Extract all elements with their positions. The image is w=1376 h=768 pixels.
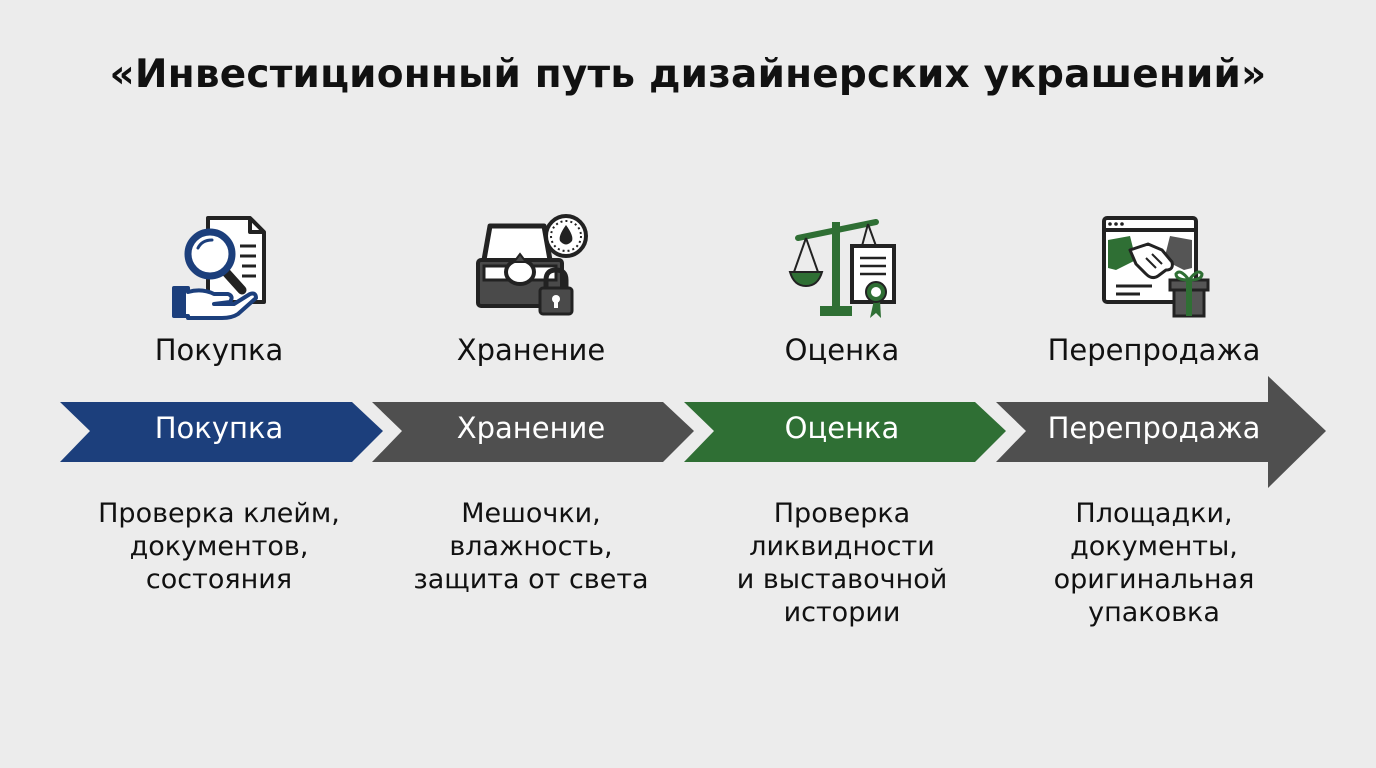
jewelry-box-icon — [476, 214, 588, 316]
description-line: Проверка клейм, — [98, 498, 340, 529]
browser-handshake-icon — [1102, 216, 1210, 318]
step-title-purchase: Покупка — [154, 333, 284, 367]
chevron-storage — [372, 402, 694, 462]
scales-icon — [788, 219, 896, 318]
step-description-evaluation: Проверка ликвидности и выставочной истор… — [692, 497, 992, 629]
chevron-label-storage: Хранение — [456, 411, 606, 445]
description-line: и выставочной — [736, 564, 948, 595]
description-line: документов, — [129, 531, 309, 562]
chevron-resale — [996, 376, 1326, 488]
step-title-storage: Хранение — [456, 333, 606, 367]
chevron-label-evaluation: Оценка — [784, 411, 900, 445]
process-timeline — [60, 376, 1326, 488]
step-title-resale: Перепродажа — [1047, 333, 1261, 367]
description-line: Мешочки, — [461, 498, 601, 529]
humidity-gauge-icon — [544, 214, 588, 258]
description-line: ликвидности — [749, 531, 935, 562]
padlock-icon — [538, 267, 574, 316]
description-line: Площадки, — [1075, 498, 1233, 529]
purchase-icon-group — [158, 210, 278, 325]
storage-icon-group — [472, 210, 592, 325]
chevron-purchase — [60, 402, 383, 462]
description-line: влажность, — [449, 531, 613, 562]
step-description-resale: Площадки, документы, оригинальная упаков… — [1004, 497, 1304, 629]
step-title-evaluation: Оценка — [784, 333, 900, 367]
chevron-evaluation — [684, 402, 1006, 462]
resale-icon-group — [1096, 210, 1216, 325]
evaluation-icon-group — [784, 210, 904, 325]
description-line: упаковка — [1088, 597, 1220, 628]
gift-box-icon — [1168, 270, 1210, 318]
chevron-label-resale: Перепродажа — [1047, 411, 1261, 445]
description-line: оригинальная — [1053, 564, 1255, 595]
certificate-icon — [850, 244, 896, 318]
description-line: Проверка — [773, 498, 911, 529]
page-title: «Инвестиционный путь дизайнерских украше… — [109, 52, 1267, 97]
magnifier-document-hand-icon — [172, 216, 266, 320]
description-line: защита от света — [413, 564, 649, 595]
step-description-storage: Мешочки, влажность, защита от света — [381, 497, 681, 596]
step-description-purchase: Проверка клейм, документов, состояния — [69, 497, 369, 596]
chevron-label-purchase: Покупка — [154, 411, 284, 445]
description-line: документы, — [1070, 531, 1238, 562]
description-line: истории — [783, 597, 901, 628]
description-line: состояния — [145, 564, 293, 595]
